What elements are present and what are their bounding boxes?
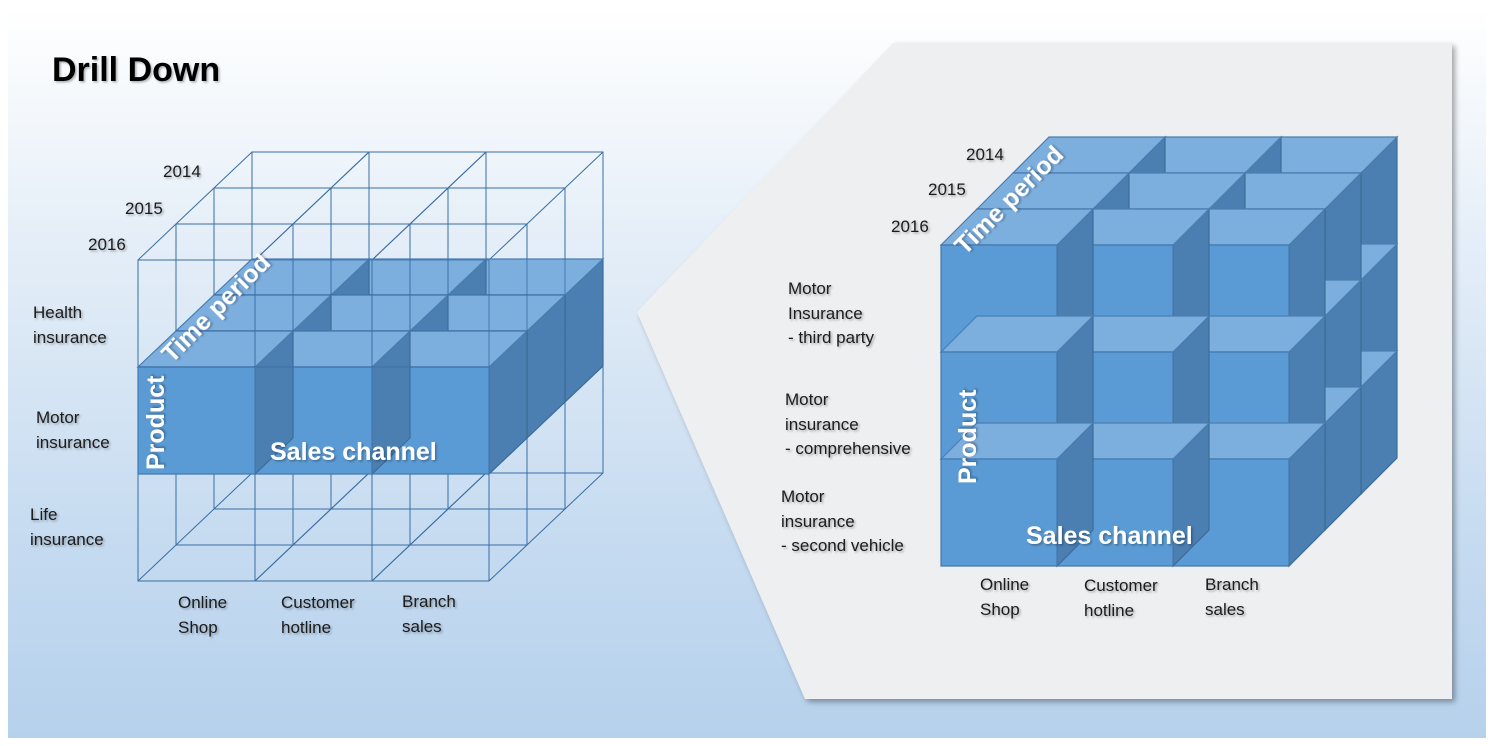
cell-depth-edge — [175, 508, 215, 546]
cell-depth-edge — [292, 508, 332, 546]
cell-depth-edge — [292, 187, 332, 225]
product-label: Motor — [36, 408, 80, 427]
cell-depth-edge — [254, 544, 294, 582]
channel-label: sales — [402, 617, 442, 636]
cell-front-edge — [447, 187, 566, 296]
channel-label: Branch — [402, 592, 456, 611]
cell-depth-edge — [213, 472, 253, 510]
channel-label: Online — [178, 593, 227, 612]
cell-depth-edge — [409, 508, 449, 546]
cell-depth-edge — [447, 472, 487, 510]
product-label: Insurance — [788, 304, 863, 323]
channel-label: hotline — [281, 618, 331, 637]
channel-label: Shop — [178, 618, 218, 637]
product-label: insurance — [781, 512, 855, 531]
product-label: - second vehicle — [781, 536, 904, 555]
year-label: 2015 — [928, 180, 966, 199]
cell-depth-edge — [526, 187, 566, 225]
slide: Drill Down 2014 2015 2016 Health insuran… — [8, 8, 1486, 738]
cell-depth-edge — [488, 544, 528, 582]
year-label: 2015 — [125, 199, 163, 218]
cell-depth-edge — [330, 151, 370, 189]
product-label: - third party — [788, 328, 874, 347]
cell-depth-edge — [175, 187, 215, 225]
channel-label: sales — [1205, 600, 1245, 619]
cell-depth-edge — [526, 508, 566, 546]
right-year-labels: 2014 2015 2016 — [891, 145, 1004, 236]
cell-depth-edge — [213, 151, 253, 189]
cell-depth-edge — [564, 472, 604, 510]
cell-depth-edge — [447, 151, 487, 189]
right-cube — [939, 135, 1399, 568]
cell-depth-edge — [137, 223, 177, 261]
product-label: insurance — [785, 415, 859, 434]
cell-depth-edge — [564, 151, 604, 189]
drill-down-diagram: Drill Down 2014 2015 2016 Health insuran… — [30, 43, 1452, 699]
product-label: Motor — [781, 487, 825, 506]
channel-label: Branch — [1205, 575, 1259, 594]
product-label: insurance — [30, 530, 104, 549]
channel-label: Customer — [281, 593, 355, 612]
left-year-labels: 2014 2015 2016 — [88, 162, 201, 254]
cell-front-edge — [371, 259, 490, 368]
cell-front-edge — [409, 223, 528, 332]
product-label: insurance — [33, 328, 107, 347]
cell-depth-edge — [371, 223, 411, 261]
year-label: 2014 — [966, 145, 1004, 164]
channel-label: Online — [980, 575, 1029, 594]
axis-label-sales-channel: Sales channel — [1026, 522, 1193, 550]
channel-label: Customer — [1084, 576, 1158, 595]
product-label: - comprehensive — [785, 439, 911, 458]
right-channel-labels: Online Shop Customer hotline Branch sale… — [980, 575, 1259, 620]
product-label: Motor — [785, 390, 829, 409]
product-label: Life — [30, 505, 57, 524]
left-cube — [136, 151, 605, 582]
page-title: Drill Down — [52, 51, 220, 89]
left-product-labels: Health insurance Motor insurance Life in… — [30, 303, 110, 549]
channel-label: Shop — [980, 600, 1020, 619]
left-channel-labels: Online Shop Customer hotline Branch sale… — [178, 592, 456, 637]
axis-label-product: Product — [954, 389, 982, 484]
product-label: Health — [33, 303, 82, 322]
cell-depth-edge — [371, 544, 411, 582]
axis-label-sales-channel: Sales channel — [270, 438, 437, 466]
cell-depth-edge — [409, 187, 449, 225]
channel-label: hotline — [1084, 601, 1134, 620]
product-label: insurance — [36, 433, 110, 452]
cell-front-face — [940, 458, 1058, 567]
year-label: 2016 — [88, 235, 126, 254]
cell-depth-edge — [488, 223, 528, 261]
cell-depth-edge — [137, 544, 177, 582]
cell-depth-edge — [330, 472, 370, 510]
product-label: Motor — [788, 279, 832, 298]
axis-label-product: Product — [142, 375, 170, 470]
year-label: 2016 — [891, 217, 929, 236]
year-label: 2014 — [163, 162, 201, 181]
right-product-labels: Motor Insurance - third party Motor insu… — [781, 279, 911, 555]
